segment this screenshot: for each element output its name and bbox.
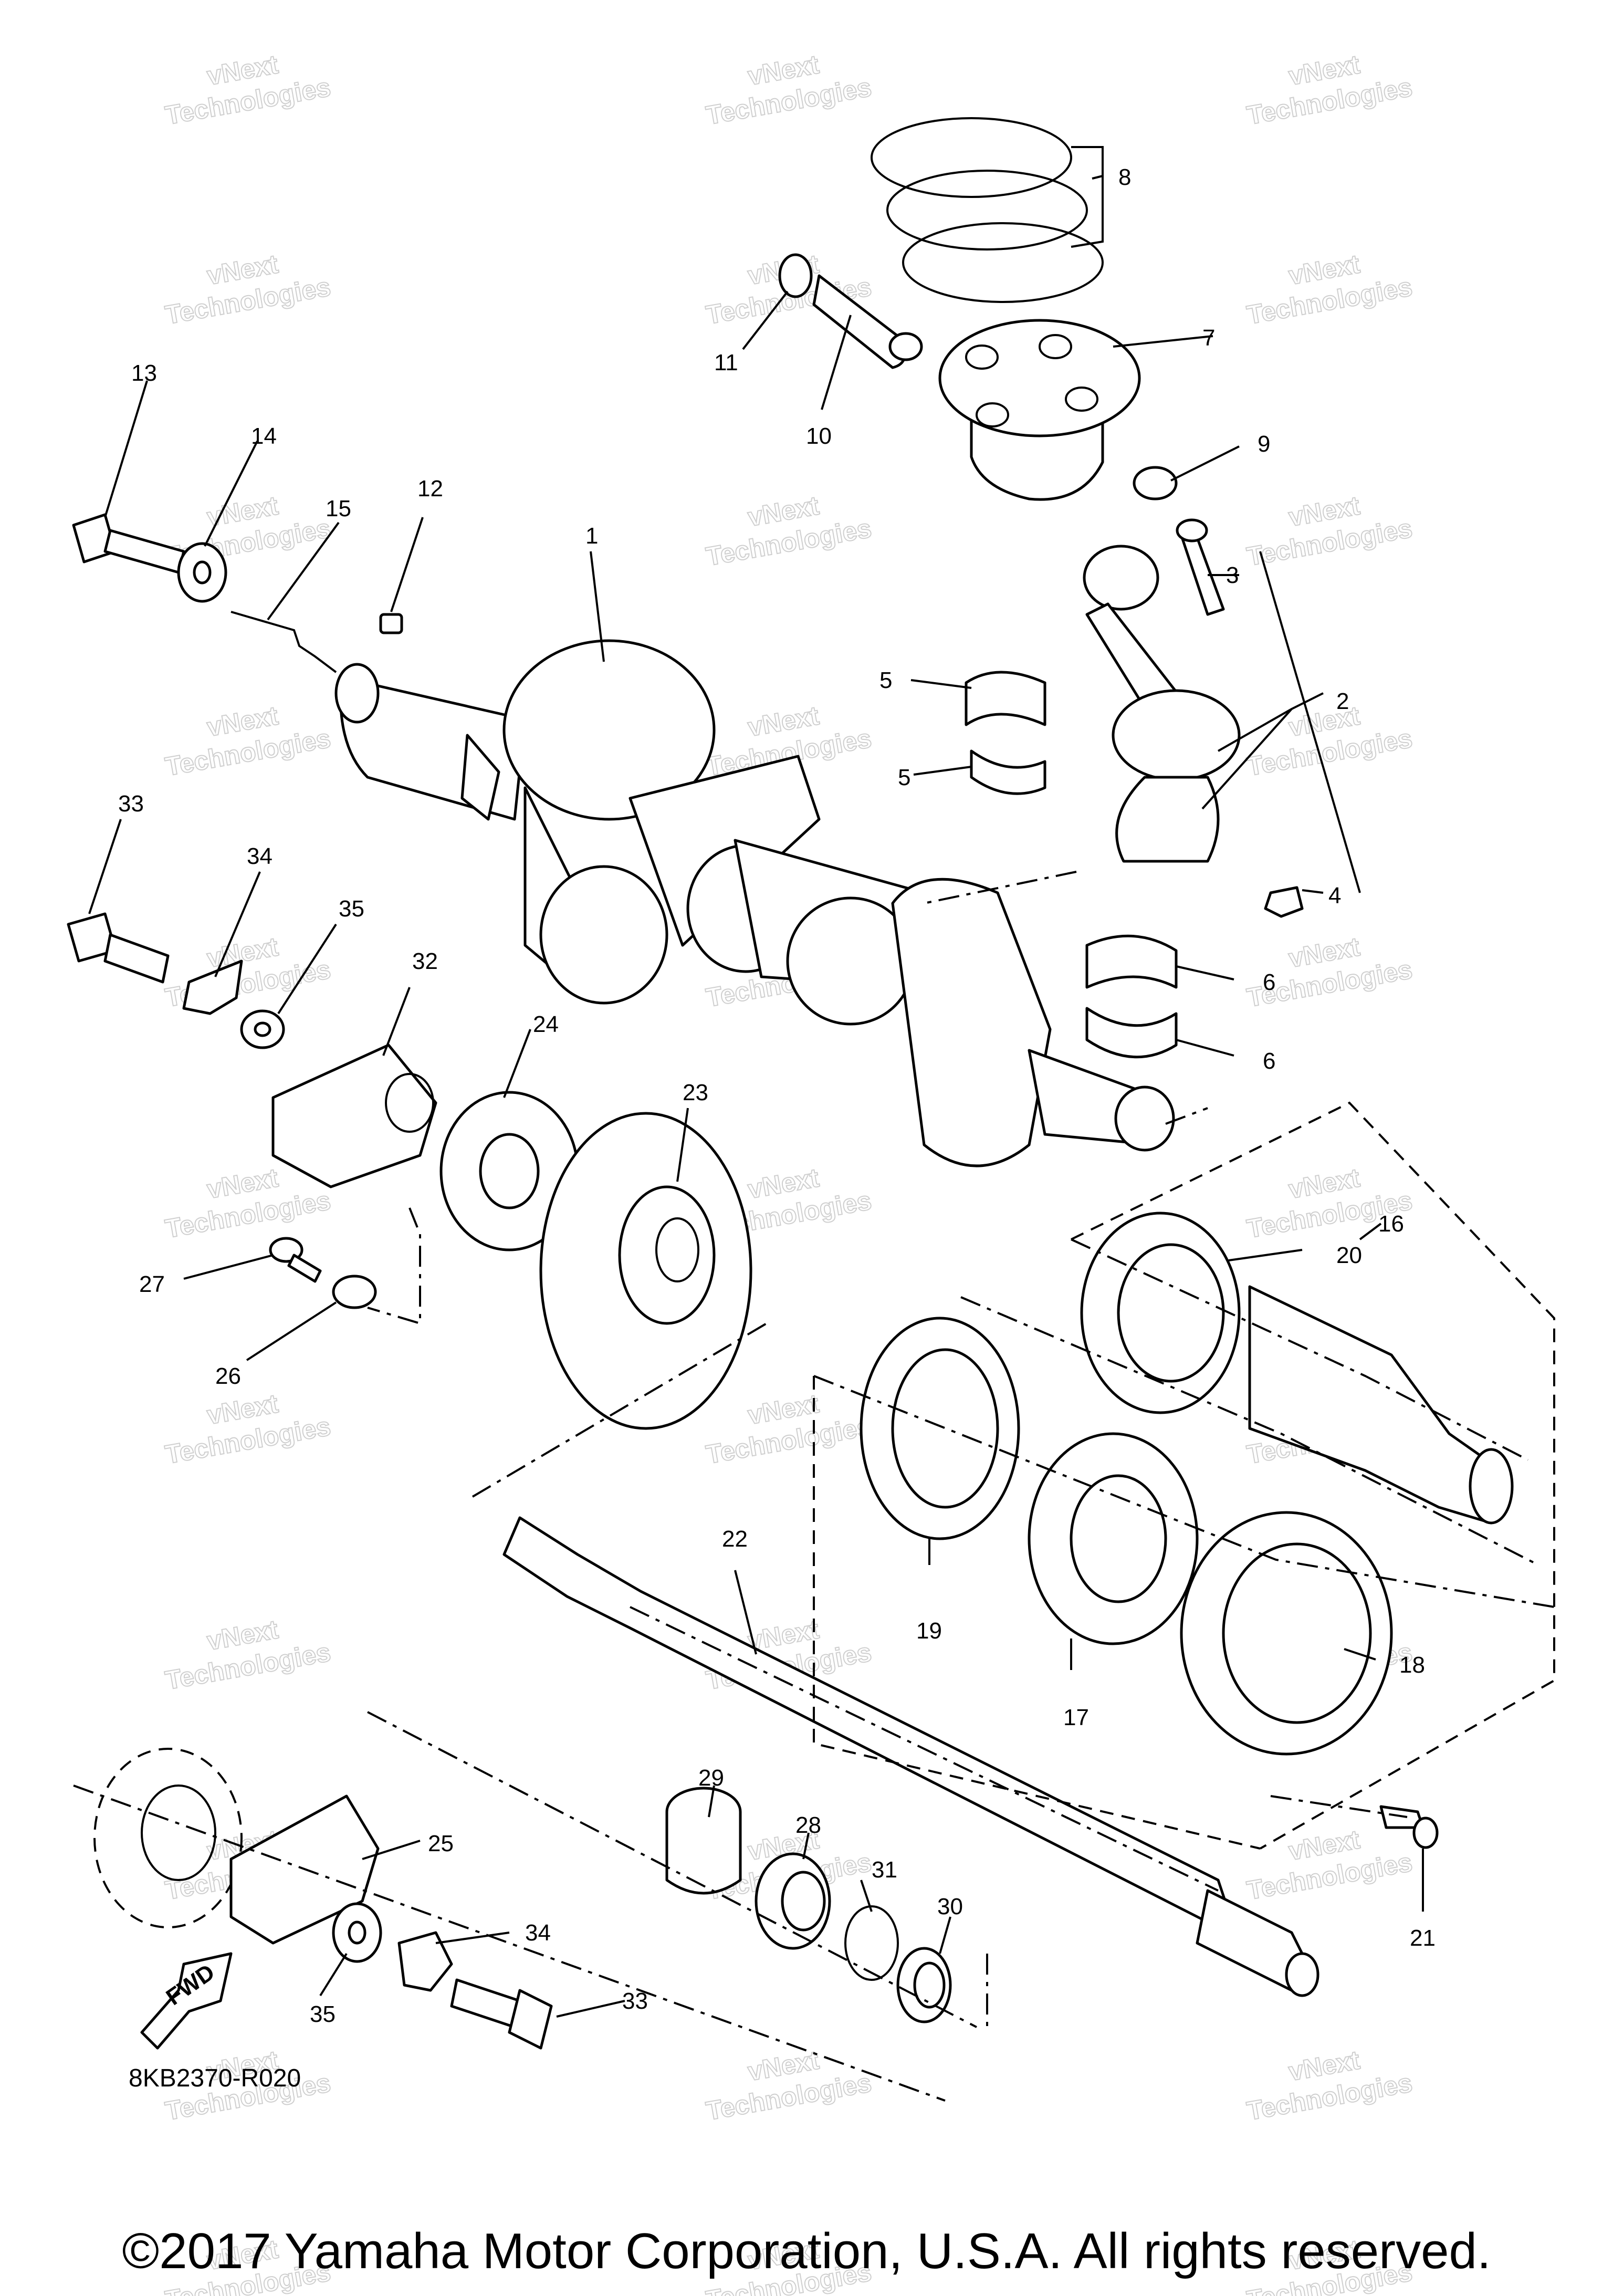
bearing-part-24 (439, 1091, 579, 1251)
callout-6b: 6 (1263, 1048, 1275, 1074)
callout-32: 32 (412, 948, 438, 974)
callout-29: 29 (698, 1765, 724, 1791)
watermark-text: vNextTechnologies (1239, 923, 1415, 1013)
watermark-text: vNextTechnologies (698, 41, 874, 130)
circlip-part-31 (844, 1905, 899, 1981)
piston-pin-part (812, 274, 923, 369)
piston-part (938, 319, 1141, 501)
spacer-part-29 (665, 1787, 742, 1895)
bolt-part-13 (72, 513, 185, 574)
balancer-weight-part-32 (271, 1043, 437, 1188)
housing-part-18 (1180, 1511, 1393, 1756)
callout-3: 3 (1226, 562, 1239, 588)
bearing-part-17 (1028, 1432, 1199, 1645)
watermark-text: vNextTechnologies (1239, 1816, 1415, 1905)
copyright-notice: ©2017 Yamaha Motor Corporation, U.S.A. A… (122, 2223, 1491, 2279)
watermark-text: vNextTechnologies (158, 41, 333, 130)
bolt-part-33b (450, 1978, 553, 2050)
washer-part-35b (332, 1902, 382, 1963)
watermark-text: vNextTechnologies (698, 482, 874, 571)
watermark-text: vNextTechnologies (158, 1606, 333, 1695)
watermark-text: vNextTechnologies (1239, 41, 1415, 130)
bearing-shells-part (965, 671, 1178, 1059)
leader-lines (88, 146, 1424, 2018)
callout-1: 1 (585, 523, 598, 549)
callout-34b: 34 (525, 1920, 551, 1946)
watermark-text: vNextTechnologies (698, 1380, 874, 1469)
callout-33b: 33 (622, 1988, 648, 2014)
callout-10: 10 (806, 423, 832, 449)
drive-shaft-part-22 (502, 1516, 1319, 1997)
callout-15: 15 (326, 496, 351, 521)
wire-clip-part-15 (231, 611, 337, 673)
washer-part-35a (240, 1009, 285, 1049)
watermark-text: vNextTechnologies (1239, 482, 1415, 571)
watermark-text: vNextTechnologies (1239, 2037, 1415, 2126)
watermark-text: vNextTechnologies (158, 692, 333, 781)
watermark-text: vNextTechnologies (158, 241, 333, 330)
drawing-code: 8KB2370-R020 (129, 2064, 301, 2092)
callout-22: 22 (722, 1526, 748, 1552)
collar-part-30 (896, 1947, 952, 2023)
seal-part-19 (860, 1317, 1020, 1540)
callout-4: 4 (1328, 883, 1341, 909)
callout-6a: 6 (1263, 969, 1275, 995)
bolt-part-21 (1379, 1805, 1439, 1849)
callout-7: 7 (1202, 325, 1215, 351)
callout-28: 28 (795, 1812, 821, 1838)
crankshaft-part (334, 639, 1175, 1167)
callout-5a: 5 (879, 667, 892, 693)
callout-19: 19 (916, 1618, 942, 1644)
callout-2: 2 (1336, 688, 1349, 714)
callout-23: 23 (683, 1080, 708, 1105)
needle-bearing-part-28 (755, 1852, 831, 1950)
driven-gear-part (93, 1748, 243, 1928)
callout-35a: 35 (339, 896, 364, 922)
callout-5b: 5 (898, 765, 910, 790)
callout-30: 30 (937, 1894, 963, 1919)
callout-11: 11 (714, 350, 738, 375)
gear-part-23 (539, 1112, 752, 1430)
callout-24: 24 (533, 1011, 559, 1037)
shaft-assembly-part-16 (1248, 1285, 1514, 1525)
lock-washer-part-34b (397, 1931, 453, 1992)
watermark-text: vNextTechnologies (158, 1380, 333, 1469)
callout-31: 31 (872, 1857, 897, 1883)
callout-numbers: 1 2 3 4 5 5 6 6 7 8 9 10 11 12 13 14 15 … (118, 164, 1436, 2027)
callout-20: 20 (1336, 1243, 1362, 1268)
callout-26: 26 (215, 1363, 241, 1389)
watermark-text: vNextTechnologies (1239, 1154, 1415, 1244)
washer-part-14 (177, 542, 227, 603)
callout-35b: 35 (310, 2001, 336, 2027)
watermark-text: vNextTechnologies (1239, 241, 1415, 330)
callout-21: 21 (1410, 1925, 1436, 1951)
callout-14: 14 (251, 423, 277, 449)
woodruff-key-part (379, 613, 403, 634)
callout-12: 12 (417, 476, 443, 502)
lock-washer-part-34a (182, 959, 243, 1015)
bolt-part-33a (67, 912, 170, 984)
callout-25: 25 (428, 1831, 454, 1856)
callout-8: 8 (1118, 164, 1131, 190)
connecting-rod-part (1083, 518, 1304, 918)
plate-part-26 (332, 1275, 377, 1309)
circlip-part (778, 253, 1178, 500)
watermark-text: vNextTechnologies (698, 2037, 874, 2126)
callout-17: 17 (1063, 1705, 1089, 1730)
piston-rings-part (871, 117, 1104, 303)
callout-13: 13 (131, 360, 157, 386)
assembly-dashed-lines (73, 871, 1555, 2102)
callout-34a: 34 (247, 843, 273, 869)
callout-9: 9 (1258, 431, 1270, 457)
forward-direction-arrow-icon: FWD (140, 1952, 233, 2050)
callout-16: 16 (1378, 1211, 1404, 1237)
screw-part-27 (269, 1237, 322, 1283)
callout-33a: 33 (118, 791, 144, 817)
callout-27: 27 (139, 1271, 165, 1297)
callout-18: 18 (1399, 1652, 1425, 1678)
